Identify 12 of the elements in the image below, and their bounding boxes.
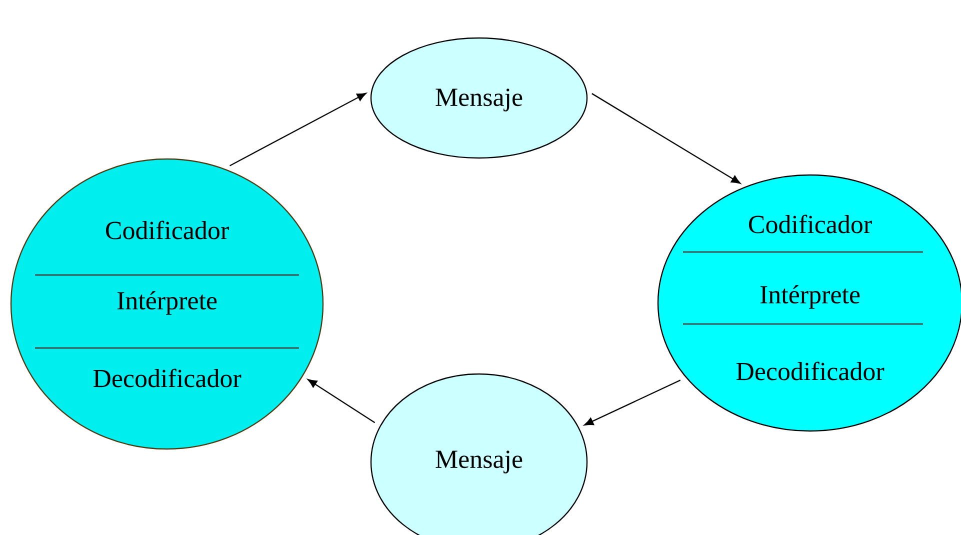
node-label: Intérprete xyxy=(760,285,860,309)
node-label: Codificador xyxy=(748,214,872,234)
node-label: Mensaje xyxy=(436,88,522,112)
arrow xyxy=(230,92,366,166)
node-label: Mensaje xyxy=(436,450,522,474)
node-label: Intérprete xyxy=(117,291,217,315)
node-label: Codificador xyxy=(106,220,229,240)
node-label: Decodificador xyxy=(736,362,884,380)
arrow xyxy=(584,380,681,426)
arrow xyxy=(592,93,741,184)
arrow xyxy=(308,379,376,424)
node-label: Decodificador xyxy=(93,368,242,388)
